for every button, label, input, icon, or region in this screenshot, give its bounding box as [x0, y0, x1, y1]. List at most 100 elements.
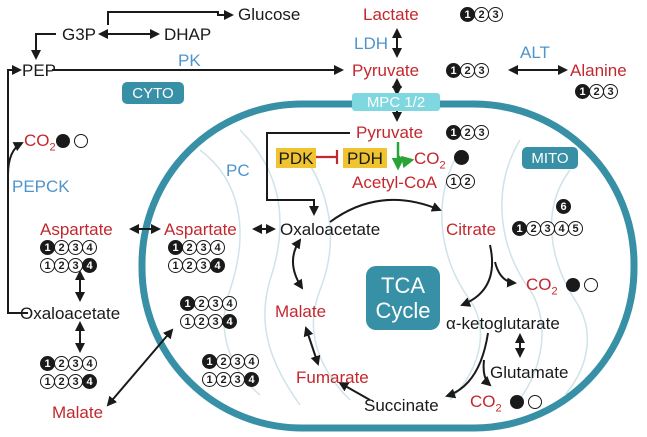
- co2-pepck-label: CO2: [24, 131, 56, 154]
- carbon-position-1: 1: [40, 374, 55, 389]
- carbon-position-1: 1: [460, 7, 475, 22]
- carbon-position-2: 2: [589, 84, 604, 99]
- arrow-dhap-glucose: [107, 10, 234, 25]
- pdh-arrow-co2: [396, 155, 415, 169]
- co2-pepck-hollow-marker: [74, 134, 88, 148]
- carbon-position-2: 2: [54, 258, 69, 273]
- carbon-position-2: 2: [194, 296, 209, 311]
- glutamate-label: Glutamate: [490, 363, 569, 382]
- g3p-label: G3P: [62, 25, 97, 44]
- carbon-position-2: 2: [182, 240, 197, 255]
- ldh-label: LDH: [354, 34, 389, 53]
- carbon-position-1: 1: [202, 372, 217, 387]
- arrow-succinate-fumarate: [338, 382, 371, 401]
- co2-succinate-filled-marker: [510, 395, 524, 409]
- fumarate-label: Fumarate: [296, 368, 369, 387]
- lactate-label: Lactate: [363, 5, 419, 24]
- malate-mito-label: Malate: [275, 302, 327, 321]
- carbon-position-4: 4: [82, 374, 97, 389]
- pk-label: PK: [178, 51, 201, 70]
- oaa-cyto-label: Oxaloacetate: [20, 304, 121, 323]
- mpc-transporter-label: MPC 1/2: [352, 93, 440, 111]
- aspartate-mito-label: Aspartate: [164, 220, 237, 239]
- arrow-malate-oaa: [291, 238, 304, 290]
- pc-label: PC: [226, 161, 250, 180]
- arrow-akg-co2: [480, 359, 492, 387]
- carbon-position-3: 3: [540, 221, 555, 236]
- pyruvate-mito-label: Pyruvate: [356, 123, 424, 142]
- carbon-position-3: 3: [196, 240, 211, 255]
- co2-succinate-hollow-marker: [528, 395, 542, 409]
- succinate-label: Succinate: [364, 396, 439, 415]
- carbon-position-4: 4: [244, 372, 259, 387]
- pdh-enzyme-label: PDH: [343, 148, 387, 168]
- citrate-label: Citrate: [446, 220, 497, 239]
- carbon-position-1: 1: [202, 354, 217, 369]
- arrow-citrate-akg: [460, 244, 494, 307]
- pepck-label: PEPCK: [12, 177, 70, 196]
- oaa-mito-label: Oxaloacetate: [280, 220, 381, 239]
- carbon-position-4: 4: [222, 314, 237, 329]
- akg-label: α-ketoglutarate: [446, 314, 560, 333]
- arrow-citrate-synthesis: [329, 198, 442, 223]
- carbon-position-1: 1: [180, 296, 195, 311]
- co2-akg-filled-marker: [566, 278, 580, 292]
- carbon-position-2: 2: [54, 374, 69, 389]
- carbon-position-3: 3: [208, 296, 223, 311]
- carbon-position-3: 3: [230, 372, 245, 387]
- co2-akg-label: CO2: [526, 275, 558, 298]
- carbon-position-2: 2: [460, 63, 475, 78]
- pdk-enzyme-label: PDK: [276, 148, 316, 168]
- co2-akg-hollow-marker: [584, 278, 598, 292]
- carbon-position-3: 3: [196, 258, 211, 273]
- carbon-position-2: 2: [526, 221, 541, 236]
- co2-pdh-label: CO2: [414, 149, 446, 172]
- cyto-compartment-label: CYTO: [122, 82, 184, 104]
- carbon-position-2: 2: [474, 7, 489, 22]
- carbon-position-4: 4: [210, 258, 225, 273]
- pyruvate-cyto-label: Pyruvate: [352, 61, 420, 80]
- glucose-label: Glucose: [238, 5, 301, 24]
- arrow-pepck: [7, 65, 28, 314]
- co2-pdh-filled-marker: [454, 150, 469, 165]
- carbon-position-4: 4: [82, 258, 97, 273]
- alanine-label: Alanine: [570, 61, 627, 80]
- mito-compartment-label: MITO: [522, 147, 578, 169]
- arrow-akg-succinate: [445, 332, 489, 399]
- acetylcoa-label: Acetyl-CoA: [352, 173, 438, 192]
- arrow-citrate-co2: [494, 261, 517, 288]
- carbon-position-1: 1: [40, 258, 55, 273]
- carbon-position-3: 3: [603, 84, 618, 99]
- isotope-citrate-c6: 6: [556, 199, 571, 214]
- carbon-position-1: 1: [512, 221, 527, 236]
- carbon-position-4: 4: [210, 240, 225, 255]
- carbon-position-3: 3: [474, 63, 489, 78]
- carbon-position-4: 4: [554, 221, 569, 236]
- carbon-position-4: 4: [82, 356, 97, 371]
- carbon-position-1: 1: [40, 356, 55, 371]
- carbon-position-4: 4: [82, 240, 97, 255]
- carbon-position-3: 3: [474, 125, 489, 140]
- carbon-position-3: 3: [68, 258, 83, 273]
- tca-cycle-label: TCA Cycle: [366, 266, 440, 330]
- arrow-pc: [266, 132, 350, 216]
- carbon-position-1: 1: [446, 63, 461, 78]
- carbon-position-1: 1: [446, 174, 461, 189]
- carbon-position-1: 1: [168, 258, 183, 273]
- carbon-position-2: 2: [54, 356, 69, 371]
- arrow-pepck-co2: [7, 142, 24, 176]
- carbon-position-3: 3: [208, 314, 223, 329]
- malate-cyto-label: Malate: [52, 403, 104, 422]
